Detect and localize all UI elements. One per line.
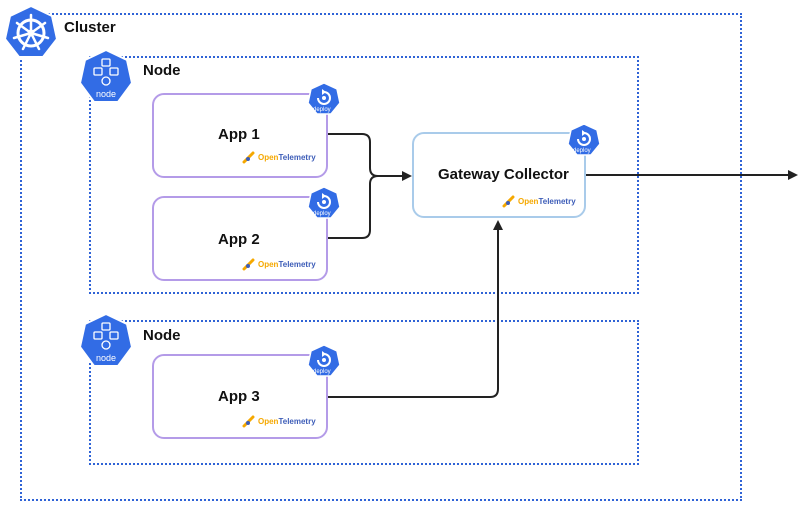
app-2-label: App 2 xyxy=(218,231,260,248)
otel-prefix: Open xyxy=(258,152,279,162)
app-1-box[interactable] xyxy=(152,93,328,178)
app2-to-gateway-line xyxy=(326,175,379,239)
cluster-label: Cluster xyxy=(64,19,116,36)
deploy-icon xyxy=(307,82,341,115)
node-label: Node xyxy=(143,62,181,79)
otel-suffix: Telemetry xyxy=(538,196,576,206)
cluster-boundary xyxy=(20,13,742,501)
app-3-label: App 3 xyxy=(218,388,260,405)
otel-suffix: Telemetry xyxy=(278,416,316,426)
otel-prefix: Open xyxy=(518,196,539,206)
opentelemetry-logo: OpenTelemetry xyxy=(242,150,316,164)
opentelemetry-telescope-icon xyxy=(242,151,255,164)
deploy-icon xyxy=(307,344,341,377)
kubernetes-cluster-icon xyxy=(3,4,59,58)
deploy-icon xyxy=(567,123,601,156)
opentelemetry-logo: OpenTelemetry xyxy=(502,194,576,208)
opentelemetry-telescope-icon xyxy=(242,258,255,271)
gateway-collector-box[interactable] xyxy=(412,132,586,218)
opentelemetry-logo: OpenTelemetry xyxy=(242,414,316,428)
node-boundary-2 xyxy=(89,320,639,465)
app-1-label: App 1 xyxy=(218,126,260,143)
otel-prefix: Open xyxy=(258,416,279,426)
deploy-caption: deploy xyxy=(573,148,591,154)
gateway-collector-label: Gateway Collector xyxy=(438,166,569,183)
app1-to-gateway-line xyxy=(326,133,412,181)
node-icon-caption: node xyxy=(95,353,117,363)
deploy-caption: deploy xyxy=(313,211,331,217)
node-label: Node xyxy=(143,327,181,344)
kubernetes-node-icon xyxy=(78,48,134,103)
app-2-box[interactable] xyxy=(152,196,328,281)
deploy-icon xyxy=(307,186,341,219)
app-3-box[interactable] xyxy=(152,354,328,439)
opentelemetry-telescope-icon xyxy=(502,195,515,208)
opentelemetry-telescope-icon xyxy=(242,415,255,428)
otel-suffix: Telemetry xyxy=(278,152,316,162)
otel-suffix: Telemetry xyxy=(278,259,316,269)
deploy-caption: deploy xyxy=(313,369,331,375)
opentelemetry-logo: OpenTelemetry xyxy=(242,257,316,271)
otel-prefix: Open xyxy=(258,259,279,269)
node-icon-caption: node xyxy=(95,89,117,99)
deploy-caption: deploy xyxy=(313,107,331,113)
kubernetes-node-icon xyxy=(78,312,134,367)
app3-to-gateway-line xyxy=(326,220,503,398)
